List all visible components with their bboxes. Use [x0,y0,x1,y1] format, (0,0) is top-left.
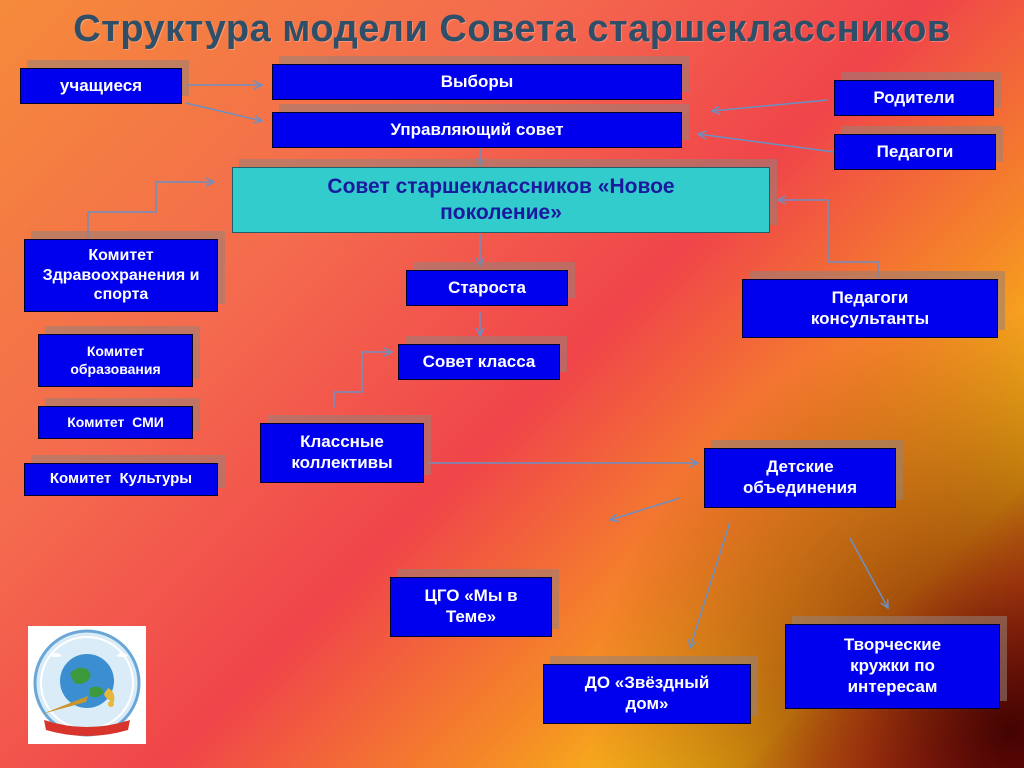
creative-clubs-box: Творческие кружки по интересам [785,624,1000,709]
media-committee-box: Комитет СМИ [38,406,193,439]
arrow-children-out [610,497,681,520]
class-council-label: Совет класса [422,351,536,371]
students-box: учащиеся [20,68,182,104]
education-committee-label: Комитет образования [70,343,161,377]
cgo-box: ЦГО «Мы в Теме» [390,577,552,637]
council-box: Совет старшеклассников «Новое поколение» [232,167,770,233]
creative-clubs-label: Творческие кружки по интересам [843,635,942,696]
arrow-children-do [690,521,731,648]
cgo-label: ЦГО «Мы в Теме» [424,586,518,626]
culture-committee-label: Комитет Культуры [49,470,193,488]
children-associations-box: Детские объединения [704,448,896,508]
health-committee-box: Комитет Здравоохранения и спорта [24,239,218,312]
headman-label: Староста [448,277,526,297]
culture-committee-box: Комитет Культуры [24,463,218,496]
children-associations-label: Детские объединения [742,457,858,497]
consultants-box: Педагоги консультанты [742,279,998,338]
arrow-teams-classcouncil [333,352,392,408]
media-committee-label: Комитет СМИ [67,413,164,430]
council-label: Совет старшеклассников «Новое поколение» [327,175,675,224]
headman-box: Староста [406,270,568,306]
parents-box: Родители [834,80,994,116]
governing-council-box: Управляющий совет [272,112,682,148]
class-teams-label: Классные коллективы [291,432,393,472]
arrow-children-clubs [849,537,888,608]
school-emblem-icon [33,629,141,737]
do-star-house-box: ДО «Звёздный дом» [543,664,751,724]
education-committee-box: Комитет образования [38,334,193,387]
elections-label: Выборы [440,71,514,91]
page-title: Структура модели Совета старшеклассников [73,8,951,50]
health-committee-label: Комитет Здравоохранения и спорта [42,247,200,304]
governing-council-label: Управляющий совет [390,119,564,139]
consultants-label: Педагоги консультанты [810,287,930,328]
elections-box: Выборы [272,64,682,100]
do-star-house-label: ДО «Звёздный дом» [584,673,710,713]
teachers-label: Педагоги [876,141,954,161]
class-council-box: Совет класса [398,344,560,380]
arrow-teachers-governing [698,134,835,153]
students-label: учащиеся [59,75,143,95]
arrow-health-council [87,182,214,238]
class-teams-box: Классные коллективы [260,423,424,483]
arrow-students-governing [185,102,262,121]
arrow-parents-governing [712,99,829,111]
arrow-consultants-council [778,200,879,278]
teachers-box: Педагоги [834,134,996,170]
school-logo [28,626,146,744]
parents-label: Родители [873,87,955,107]
